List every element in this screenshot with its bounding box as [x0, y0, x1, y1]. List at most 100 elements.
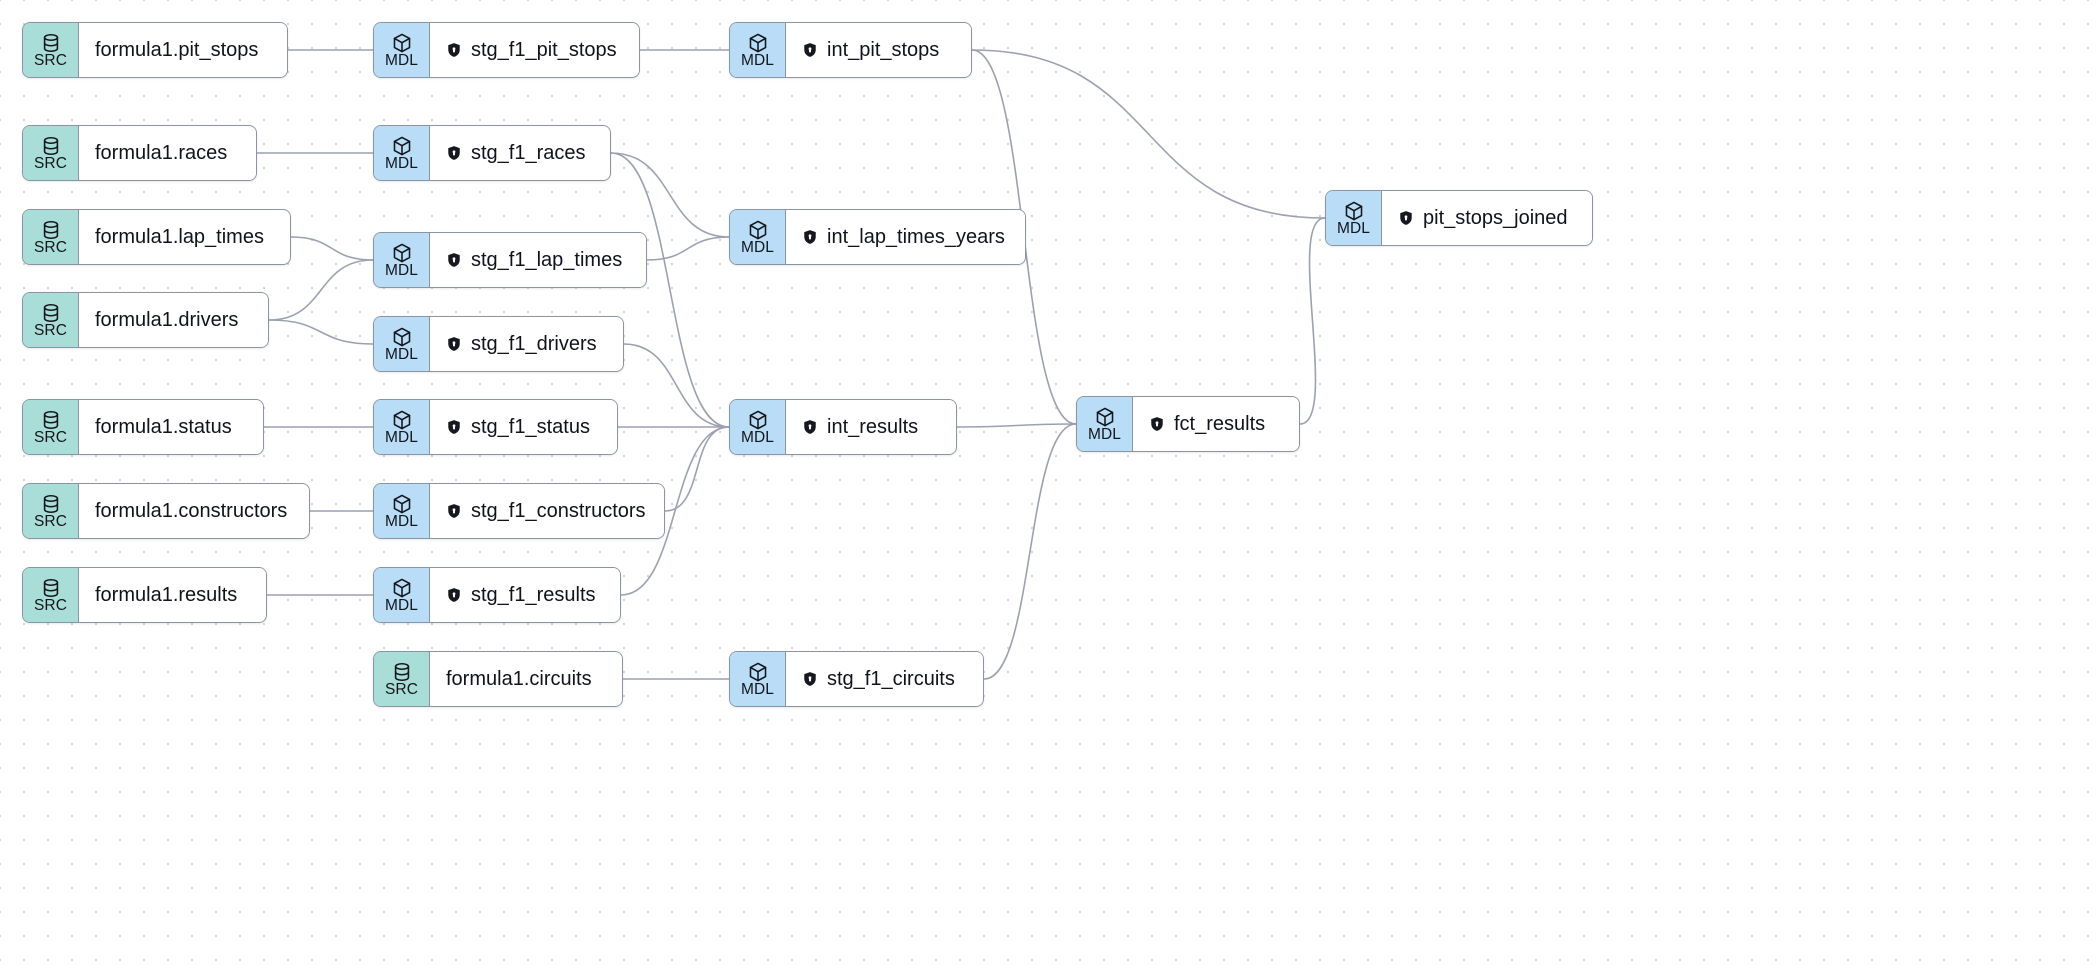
cube-icon — [747, 219, 769, 241]
node-type-badge-fct_results: MDL — [1077, 397, 1133, 451]
node-label: stg_f1_status — [471, 416, 590, 438]
node-src_pit_stops[interactable]: SRC formula1.pit_stops — [22, 22, 288, 78]
node-type-badge-src_pit_stops: SRC — [23, 23, 79, 77]
node-src_drivers[interactable]: SRC formula1.drivers — [22, 292, 269, 348]
edge-fct_results-to-pit_stops_joined — [1299, 217, 1326, 425]
node-label: stg_f1_lap_times — [471, 249, 623, 271]
cube-icon — [391, 32, 413, 54]
edge-int_results-to-fct_results — [956, 423, 1077, 428]
node-src_lap_times[interactable]: SRC formula1.lap_times — [22, 209, 291, 265]
node-type-label: SRC — [33, 428, 68, 446]
node-body-int_results: int_results — [786, 400, 956, 454]
shield-lock-icon — [802, 229, 818, 245]
cube-icon — [1343, 200, 1365, 222]
node-type-badge-src_lap_times: SRC — [23, 210, 79, 264]
shield-lock-icon — [802, 419, 818, 435]
node-fct_results[interactable]: MDL fct_results — [1076, 396, 1300, 452]
node-body-src_drivers: formula1.drivers — [79, 293, 268, 347]
node-type-label: SRC — [33, 154, 68, 172]
node-label: int_pit_stops — [827, 39, 940, 61]
node-label: formula1.lap_times — [95, 226, 264, 248]
edge-stg_constructors-to-int_results — [664, 426, 730, 512]
node-label: stg_f1_pit_stops — [471, 39, 617, 61]
edge-int_pit_stops-to-pit_stops_joined — [971, 49, 1326, 219]
node-label: pit_stops_joined — [1423, 207, 1568, 229]
cube-icon — [747, 661, 769, 683]
node-int_pit_stops[interactable]: MDL int_pit_stops — [729, 22, 972, 78]
node-label: stg_f1_results — [471, 584, 596, 606]
node-stg_results[interactable]: MDL stg_f1_results — [373, 567, 621, 623]
node-label: formula1.drivers — [95, 309, 239, 331]
node-label: stg_f1_races — [471, 142, 586, 164]
node-label: int_lap_times_years — [827, 226, 1005, 248]
node-type-badge-src_drivers: SRC — [23, 293, 79, 347]
node-stg_constructors[interactable]: MDL stg_f1_constructors — [373, 483, 665, 539]
node-body-fct_results: fct_results — [1133, 397, 1299, 451]
node-type-label: MDL — [1336, 219, 1371, 237]
node-type-label: MDL — [384, 596, 419, 614]
node-stg_drivers[interactable]: MDL stg_f1_drivers — [373, 316, 624, 372]
edge-src_drivers-to-stg_drivers — [268, 319, 374, 345]
shield-lock-icon — [802, 671, 818, 687]
node-type-label: MDL — [384, 261, 419, 279]
node-type-badge-src_results: SRC — [23, 568, 79, 622]
cube-icon — [391, 242, 413, 264]
node-type-badge-stg_status: MDL — [374, 400, 430, 454]
edge-stg_races-to-int_results — [610, 152, 730, 428]
cube-icon — [391, 326, 413, 348]
shield-lock-icon — [446, 252, 462, 268]
database-icon — [40, 409, 62, 431]
database-icon — [40, 219, 62, 241]
node-type-label: MDL — [384, 512, 419, 530]
node-type-badge-int_results: MDL — [730, 400, 786, 454]
node-body-src_lap_times: formula1.lap_times — [79, 210, 290, 264]
node-src_status[interactable]: SRC formula1.status — [22, 399, 264, 455]
cube-icon — [391, 577, 413, 599]
node-body-src_pit_stops: formula1.pit_stops — [79, 23, 287, 77]
cube-icon — [391, 135, 413, 157]
node-label: fct_results — [1174, 413, 1266, 435]
node-stg_status[interactable]: MDL stg_f1_status — [373, 399, 618, 455]
cube-icon — [391, 493, 413, 515]
node-type-badge-stg_drivers: MDL — [374, 317, 430, 371]
node-body-pit_stops_joined: pit_stops_joined — [1382, 191, 1592, 245]
node-body-src_constructors: formula1.constructors — [79, 484, 309, 538]
node-type-label: MDL — [740, 680, 775, 698]
cube-icon — [747, 409, 769, 431]
node-type-badge-stg_lap_times: MDL — [374, 233, 430, 287]
node-body-int_pit_stops: int_pit_stops — [786, 23, 971, 77]
node-label: formula1.status — [95, 416, 232, 438]
database-icon — [40, 302, 62, 324]
node-type-badge-int_pit_stops: MDL — [730, 23, 786, 77]
node-type-label: MDL — [740, 51, 775, 69]
node-type-label: SRC — [33, 596, 68, 614]
node-type-label: SRC — [33, 51, 68, 69]
shield-lock-icon — [446, 419, 462, 435]
node-pit_stops_joined[interactable]: MDL pit_stops_joined — [1325, 190, 1593, 246]
edge-stg_lap_times-to-int_lap_times_yrs — [646, 236, 730, 261]
database-icon — [40, 135, 62, 157]
node-body-stg_pit_stops: stg_f1_pit_stops — [430, 23, 639, 77]
node-stg_lap_times[interactable]: MDL stg_f1_lap_times — [373, 232, 647, 288]
node-type-badge-stg_constructors: MDL — [374, 484, 430, 538]
node-type-badge-src_races: SRC — [23, 126, 79, 180]
node-type-label: MDL — [384, 51, 419, 69]
shield-lock-icon — [446, 42, 462, 58]
node-type-label: MDL — [384, 345, 419, 363]
node-stg_pit_stops[interactable]: MDL stg_f1_pit_stops — [373, 22, 640, 78]
node-body-stg_drivers: stg_f1_drivers — [430, 317, 623, 371]
shield-lock-icon — [446, 336, 462, 352]
node-label: formula1.constructors — [95, 500, 288, 522]
database-icon — [391, 661, 413, 683]
node-body-stg_constructors: stg_f1_constructors — [430, 484, 664, 538]
